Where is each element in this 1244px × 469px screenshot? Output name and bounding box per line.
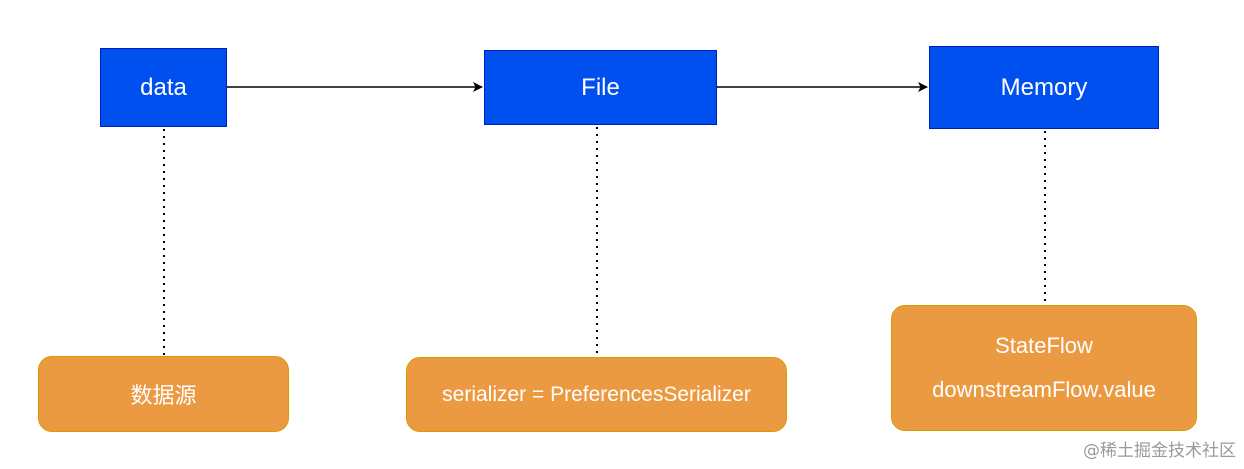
note-stateflow: StateFlow downstreamFlow.value xyxy=(891,305,1197,431)
watermark: @稀土掘金技术社区 xyxy=(1083,441,1236,461)
note-serializer-label: serializer = PreferencesSerializer xyxy=(442,382,751,406)
node-memory: Memory xyxy=(929,46,1159,129)
node-memory-label: Memory xyxy=(1000,73,1088,101)
note-stateflow-line2: downstreamFlow.value xyxy=(932,377,1156,402)
node-file: File xyxy=(484,50,717,125)
node-data: data xyxy=(100,48,227,127)
note-serializer: serializer = PreferencesSerializer xyxy=(406,357,787,432)
note-data-source: 数据源 xyxy=(38,356,289,432)
note-stateflow-line1: StateFlow xyxy=(995,333,1093,358)
note-data-source-label: 数据源 xyxy=(130,383,197,408)
node-file-label: File xyxy=(581,73,620,101)
node-data-label: data xyxy=(140,73,187,101)
